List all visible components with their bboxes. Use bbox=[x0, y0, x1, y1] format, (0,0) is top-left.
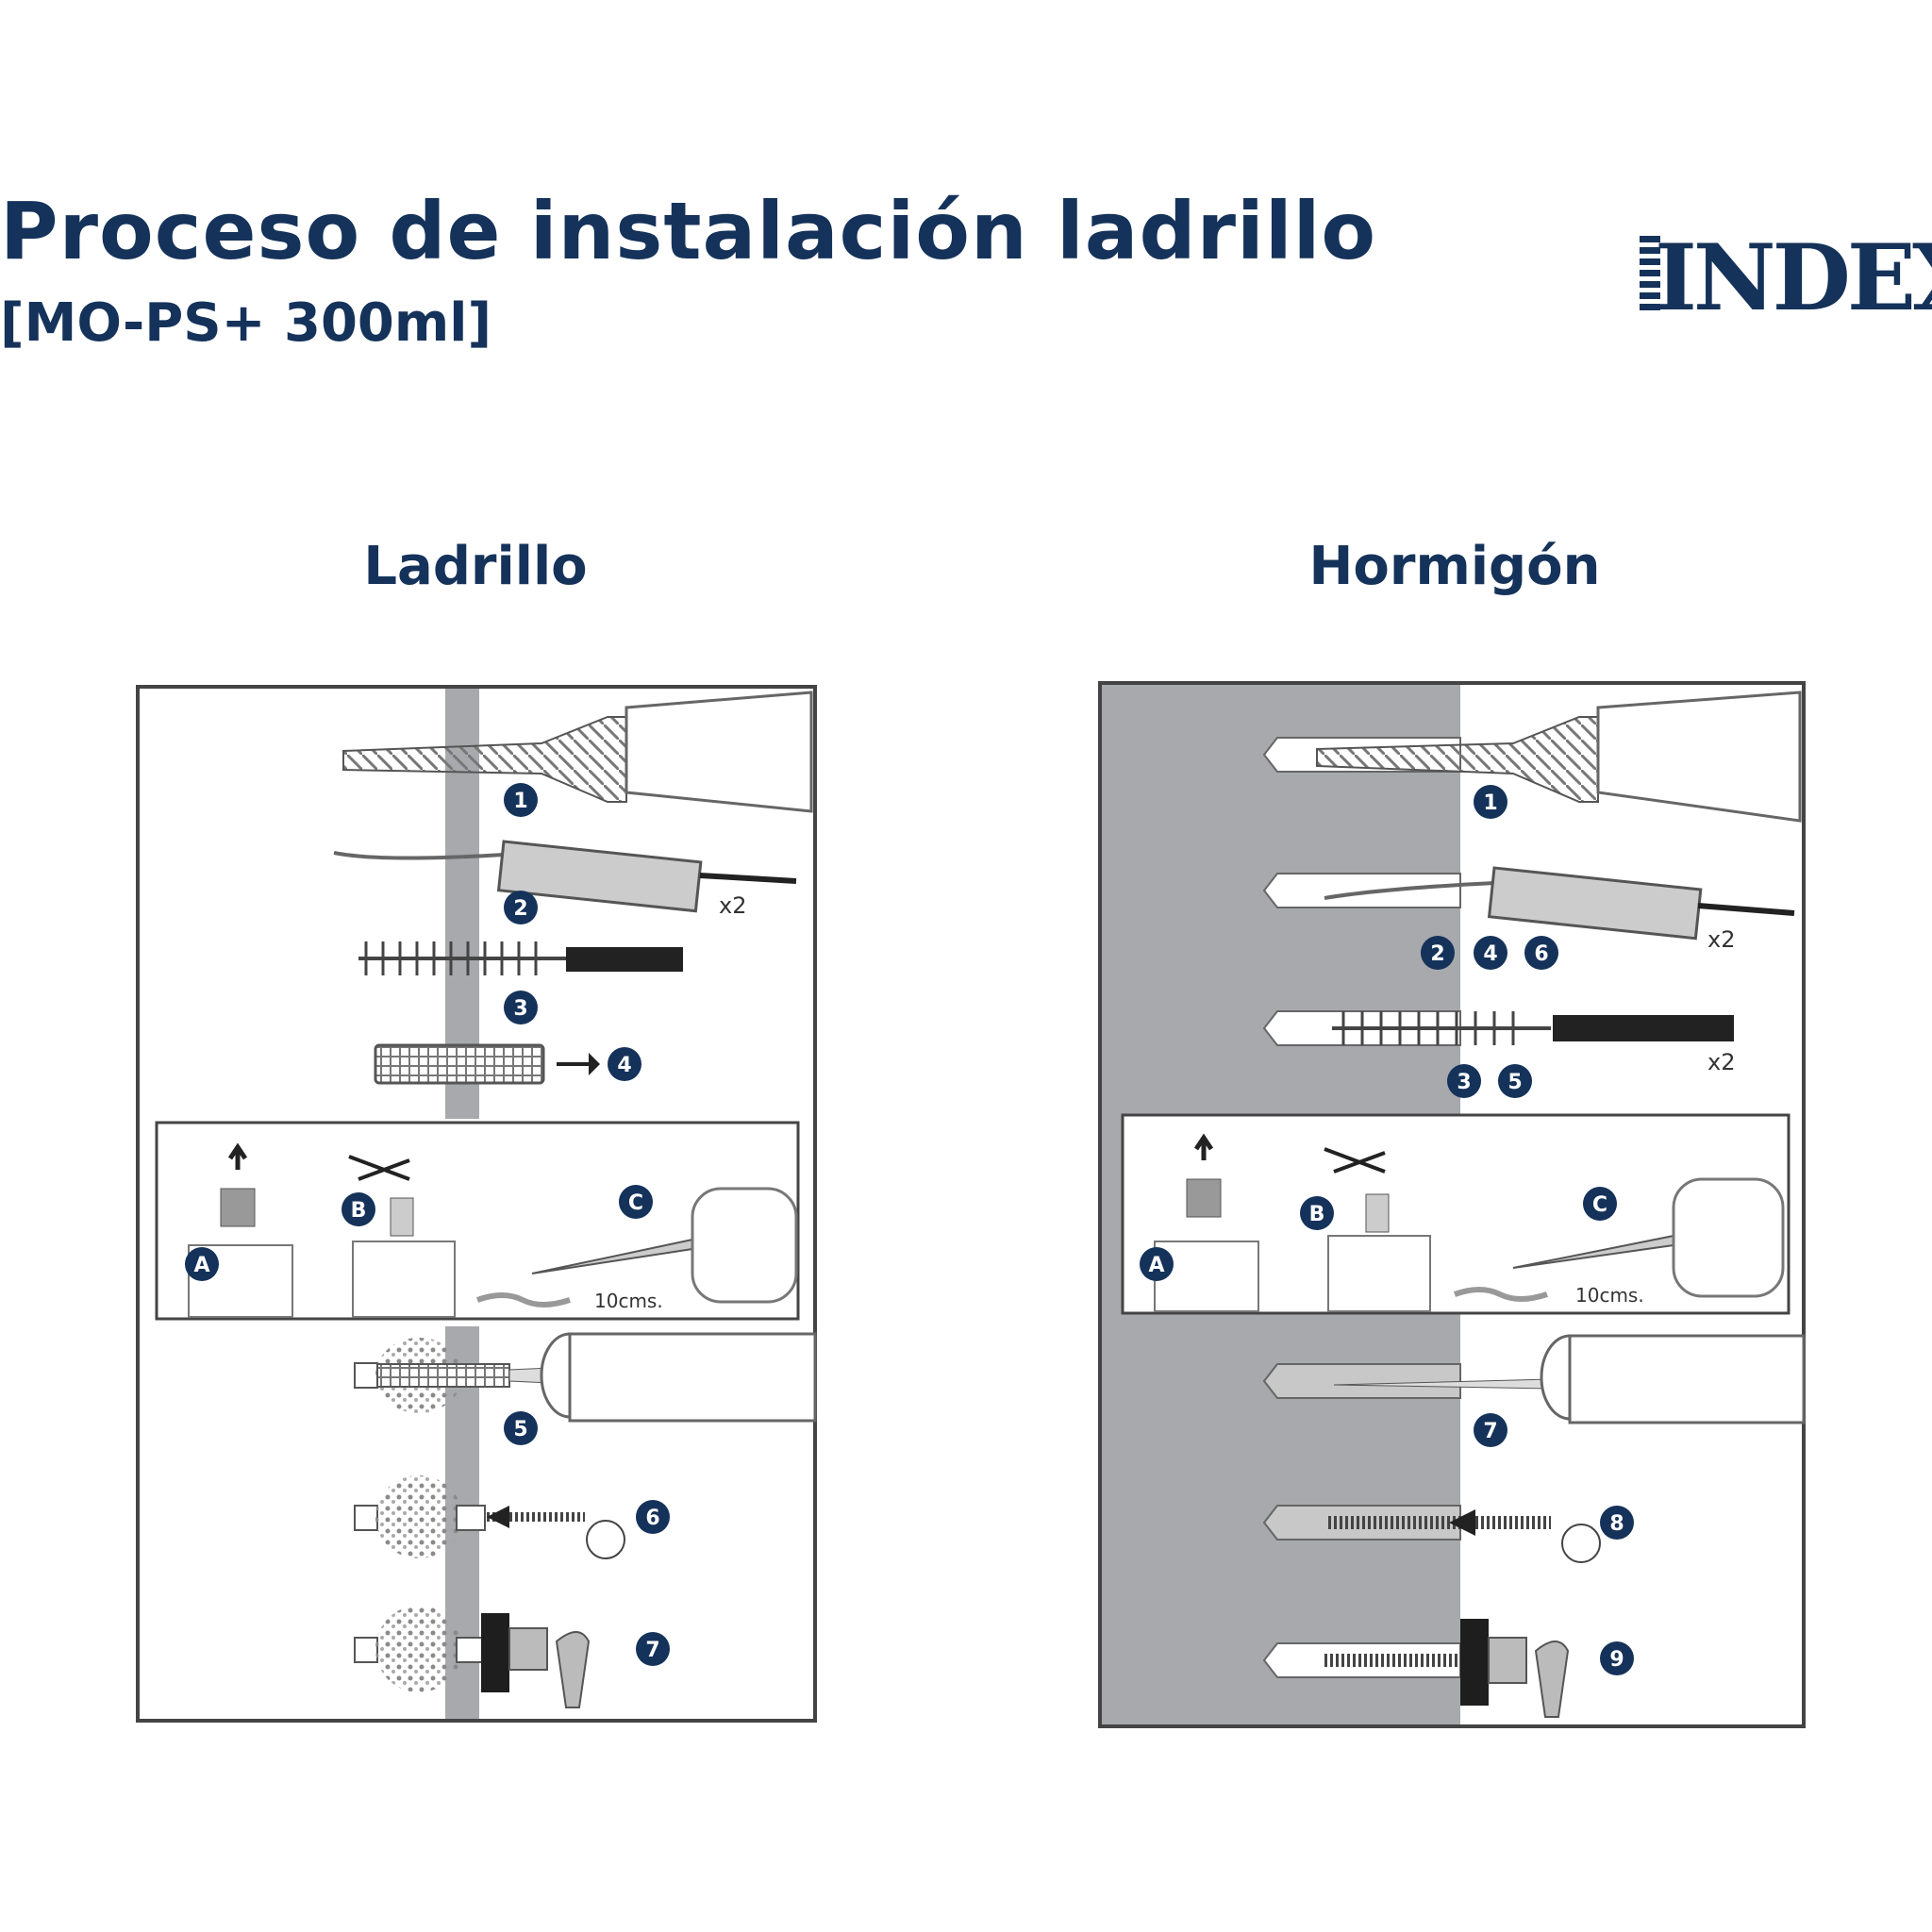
svg-text:7: 7 bbox=[1483, 1420, 1497, 1443]
mixer-nozzle-icon bbox=[1453, 1177, 1785, 1302]
cartridge-cap-icon bbox=[1154, 1133, 1259, 1312]
svg-text:5: 5 bbox=[1507, 1071, 1522, 1094]
step-badge: 2 bbox=[504, 891, 538, 924]
inset-badge: B bbox=[1300, 1196, 1334, 1230]
inset-badge: B bbox=[341, 1192, 375, 1226]
length-label: 10cms. bbox=[594, 1290, 663, 1312]
inset-badge: C bbox=[619, 1185, 653, 1219]
cleaning-brush-icon bbox=[358, 941, 683, 975]
index-logo: INDEX bbox=[1640, 225, 1932, 331]
inset-badge: A bbox=[185, 1247, 219, 1281]
step-badge: 5 bbox=[1498, 1064, 1532, 1098]
hormigon-title: Hormigón bbox=[1308, 536, 1601, 597]
step-badge: 2 bbox=[1421, 936, 1455, 970]
svg-text:B: B bbox=[351, 1199, 367, 1223]
svg-text:A: A bbox=[1148, 1254, 1164, 1277]
step-badge: 4 bbox=[1474, 936, 1507, 970]
blow-pump-icon bbox=[333, 840, 797, 913]
step-badge: 5 bbox=[504, 1411, 538, 1445]
svg-text:A: A bbox=[193, 1254, 209, 1277]
nut-wrench-icon bbox=[354, 1606, 591, 1708]
svg-text:9: 9 bbox=[1609, 1648, 1624, 1672]
svg-text:7: 7 bbox=[645, 1639, 659, 1662]
nut-wrench-icon bbox=[1324, 1619, 1570, 1718]
step-badge: 3 bbox=[1447, 1064, 1481, 1098]
drill-icon bbox=[1316, 691, 1802, 823]
ladrillo-title: Ladrillo bbox=[363, 536, 588, 597]
step-badge: 1 bbox=[1474, 785, 1507, 819]
step-badge: 6 bbox=[1524, 936, 1558, 970]
svg-text:1: 1 bbox=[1483, 791, 1497, 815]
clock-icon bbox=[586, 1520, 625, 1559]
mesh-sleeve-icon bbox=[374, 1043, 600, 1085]
page-subtitle: [MO-PS+ 300ml] bbox=[0, 292, 492, 354]
clock-icon bbox=[1561, 1524, 1601, 1563]
svg-text:4: 4 bbox=[1483, 942, 1497, 966]
repeat-label: x2 bbox=[719, 892, 746, 919]
scissors-icon bbox=[348, 1155, 410, 1181]
svg-text:2: 2 bbox=[1430, 942, 1444, 966]
page-title: Proceso de instalación ladrillo bbox=[0, 185, 1377, 277]
svg-text:4: 4 bbox=[617, 1054, 631, 1077]
svg-text:C: C bbox=[1592, 1193, 1607, 1217]
step-badge: 6 bbox=[636, 1500, 670, 1534]
svg-text:8: 8 bbox=[1609, 1512, 1624, 1536]
svg-text:6: 6 bbox=[645, 1507, 659, 1530]
blow-pump-icon bbox=[1324, 866, 1795, 941]
svg-text:1: 1 bbox=[513, 790, 527, 813]
svg-text:C: C bbox=[628, 1191, 643, 1215]
step-badge: 7 bbox=[1474, 1413, 1507, 1447]
repeat-label-brush: x2 bbox=[1707, 1049, 1735, 1075]
hormigon-diagram: 1 2 4 6 3 5 7 8 9 A B C 10cms. x2 x2 bbox=[1098, 681, 1806, 1728]
svg-text:3: 3 bbox=[513, 997, 527, 1021]
cartridge-cut-icon bbox=[348, 1155, 456, 1318]
step-badge: 4 bbox=[608, 1047, 641, 1081]
inset-badge: A bbox=[1140, 1247, 1174, 1281]
step-badge: 1 bbox=[504, 783, 538, 817]
step-badge: 3 bbox=[504, 991, 538, 1024]
step-badge: 8 bbox=[1600, 1506, 1634, 1540]
cleaning-brush-icon bbox=[1332, 1011, 1734, 1045]
inset-badge: C bbox=[1583, 1187, 1617, 1221]
repeat-label: x2 bbox=[1707, 926, 1735, 953]
threaded-rod-icon bbox=[1328, 1509, 1601, 1563]
length-label: 10cms. bbox=[1575, 1284, 1644, 1307]
svg-text:B: B bbox=[1309, 1203, 1325, 1226]
mixer-nozzle-icon bbox=[475, 1187, 798, 1307]
injection-icon bbox=[1333, 1334, 1806, 1424]
cartridge-cut-icon bbox=[1324, 1147, 1431, 1312]
logo-text: INDEX bbox=[1655, 225, 1932, 331]
svg-text:6: 6 bbox=[1534, 942, 1548, 966]
svg-text:5: 5 bbox=[513, 1418, 527, 1441]
injection-icon bbox=[354, 1332, 817, 1423]
threaded-rod-icon bbox=[354, 1475, 625, 1559]
step-badge: 9 bbox=[1600, 1641, 1634, 1675]
ladrillo-diagram: 1 2 3 4 5 6 7 A B C 10cms. x2 bbox=[136, 685, 817, 1723]
logo-bars-icon bbox=[1640, 236, 1660, 311]
drill-holes bbox=[1262, 737, 1461, 1678]
svg-text:2: 2 bbox=[513, 897, 527, 921]
step-badge: 7 bbox=[636, 1632, 670, 1666]
svg-text:3: 3 bbox=[1457, 1071, 1471, 1094]
drill-icon bbox=[342, 691, 813, 813]
scissors-icon bbox=[1324, 1147, 1386, 1174]
